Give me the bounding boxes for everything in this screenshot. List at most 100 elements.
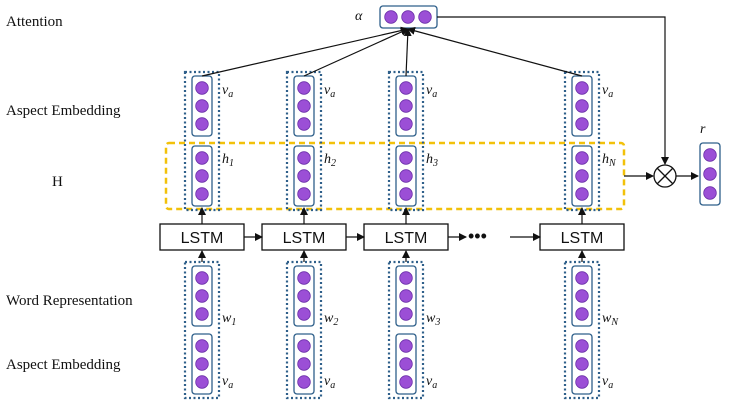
hidden-state-label: h2 bbox=[324, 152, 336, 169]
hidden-state-vector-box bbox=[395, 145, 417, 207]
word-vector-box bbox=[571, 265, 593, 327]
aspect-embedding-top-vector bbox=[571, 75, 593, 137]
word-vector-node bbox=[195, 271, 209, 285]
aspect-embedding-bottom-vector-box bbox=[191, 333, 213, 395]
bottom-column-dotted-group bbox=[183, 260, 221, 400]
attention-node bbox=[401, 10, 415, 24]
elementwise-product-node bbox=[653, 164, 677, 188]
aspect-embedding-top-vector bbox=[293, 75, 315, 137]
column-to-attention-arrow bbox=[403, 28, 412, 77]
word-vector-node bbox=[399, 271, 413, 285]
bottom-column-dotted-group bbox=[563, 260, 601, 400]
output-r-node bbox=[703, 148, 717, 162]
lstm-label: LSTM bbox=[385, 230, 428, 247]
lstm-label: LSTM bbox=[181, 230, 224, 247]
attention-node bbox=[384, 10, 398, 24]
aspect-embedding-top-vector-node bbox=[297, 99, 311, 113]
aspect-embedding-top-vector-node bbox=[297, 81, 311, 95]
top-aspect-label: va bbox=[222, 83, 233, 100]
word-label: w1 bbox=[222, 311, 236, 328]
output-r-symbol: r bbox=[700, 122, 706, 137]
aspect-embedding-bottom-vector bbox=[293, 333, 315, 395]
row-label-hidden: H bbox=[52, 174, 63, 190]
aspect-embedding-top-vector-node bbox=[195, 117, 209, 131]
aspect-embedding-top-vector-node bbox=[195, 99, 209, 113]
bottom-column-dotted-group bbox=[387, 260, 425, 400]
aspect-embedding-bottom-vector-node bbox=[297, 357, 311, 371]
aspect-embedding-bottom-vector-box bbox=[571, 333, 593, 395]
aspect-embedding-top-vector-node bbox=[399, 99, 413, 113]
word-vector-node bbox=[399, 307, 413, 321]
attention-to-product-arrow bbox=[437, 16, 669, 165]
lstm-label: LSTM bbox=[561, 230, 604, 247]
word-vector-node bbox=[297, 289, 311, 303]
word-label: wN bbox=[602, 311, 619, 328]
hidden-state-vector bbox=[293, 145, 315, 207]
top-aspect-label: va bbox=[602, 83, 613, 100]
lstm-cell: LSTM bbox=[159, 223, 245, 251]
aspect-embedding-top-vector bbox=[191, 75, 213, 137]
bottom-column-dotted-group bbox=[285, 260, 323, 400]
hidden-state-vector-node bbox=[575, 187, 589, 201]
aspect-embedding-top-vector-node bbox=[575, 117, 589, 131]
word-vector-node bbox=[297, 271, 311, 285]
aspect-embedding-top-vector-node bbox=[195, 81, 209, 95]
column-to-attention-arrow bbox=[407, 26, 583, 77]
hidden-state-vector-node bbox=[575, 169, 589, 183]
lstm-label: LSTM bbox=[283, 230, 326, 247]
alpha-symbol: α bbox=[355, 9, 363, 24]
hidden-state-vector bbox=[191, 145, 213, 207]
aspect-embedding-bottom-vector-node bbox=[575, 357, 589, 371]
hidden-state-vector-node bbox=[399, 187, 413, 201]
column-to-attention-arrow bbox=[201, 26, 409, 77]
bottom-aspect-label: va bbox=[222, 374, 233, 391]
aspect-embedding-bottom-vector-node bbox=[195, 357, 209, 371]
row-label-word-representation: Word Representation bbox=[6, 293, 133, 309]
aspect-embedding-bottom-vector-node bbox=[399, 339, 413, 353]
aspect-embedding-top-vector-node bbox=[399, 117, 413, 131]
word-vector-node bbox=[575, 289, 589, 303]
aspect-embedding-top-vector-node bbox=[575, 99, 589, 113]
aspect-embedding-top-vector bbox=[395, 75, 417, 137]
word-vector-box bbox=[293, 265, 315, 327]
aspect-embedding-bottom-vector-node bbox=[297, 339, 311, 353]
aspect-embedding-bottom-vector-node bbox=[195, 339, 209, 353]
hidden-state-vector-node bbox=[195, 169, 209, 183]
aspect-embedding-top-vector-node bbox=[297, 117, 311, 131]
word-label: w3 bbox=[426, 311, 440, 328]
aspect-embedding-bottom-vector-node bbox=[399, 375, 413, 389]
aspect-embedding-bottom-vector-box bbox=[395, 333, 417, 395]
columns-layer: vah1w1vaLSTMvah2w2vaLSTMvah3w3vaLSTMvahN… bbox=[159, 70, 625, 400]
hidden-state-vector-node bbox=[399, 169, 413, 183]
word-vector-node bbox=[399, 289, 413, 303]
hidden-state-vector-box bbox=[191, 145, 213, 207]
hidden-state-vector-node bbox=[297, 151, 311, 165]
lstm-ellipsis: ••• bbox=[468, 226, 487, 246]
lstm-cell: LSTM bbox=[539, 223, 625, 251]
row-label-aspect-embedding-bottom: Aspect Embedding bbox=[6, 357, 121, 373]
hidden-state-vector-node bbox=[297, 169, 311, 183]
hidden-state-vector-node bbox=[195, 187, 209, 201]
lstm-cell: LSTM bbox=[363, 223, 449, 251]
hidden-state-vector-box bbox=[571, 145, 593, 207]
hidden-state-vector bbox=[571, 145, 593, 207]
top-aspect-label: va bbox=[426, 83, 437, 100]
aspect-embedding-bottom-vector bbox=[191, 333, 213, 395]
aspect-embedding-bottom-vector-node bbox=[297, 375, 311, 389]
top-aspect-label: va bbox=[324, 83, 335, 100]
aspect-embedding-bottom-vector-box bbox=[293, 333, 315, 395]
hidden-state-vector bbox=[395, 145, 417, 207]
aspect-embedding-bottom-vector bbox=[395, 333, 417, 395]
aspect-embedding-top-vector-node bbox=[575, 81, 589, 95]
row-label-attention: Attention bbox=[6, 14, 63, 30]
aspect-embedding-bottom-vector-node bbox=[575, 375, 589, 389]
word-label: w2 bbox=[324, 311, 338, 328]
row-label-aspect-embedding-top: Aspect Embedding bbox=[6, 103, 121, 119]
hidden-state-vector-node bbox=[399, 151, 413, 165]
hidden-state-label: h1 bbox=[222, 152, 234, 169]
aspect-embedding-bottom-vector-node bbox=[399, 357, 413, 371]
output-r-node bbox=[703, 186, 717, 200]
column-to-attention-arrow bbox=[303, 28, 409, 77]
